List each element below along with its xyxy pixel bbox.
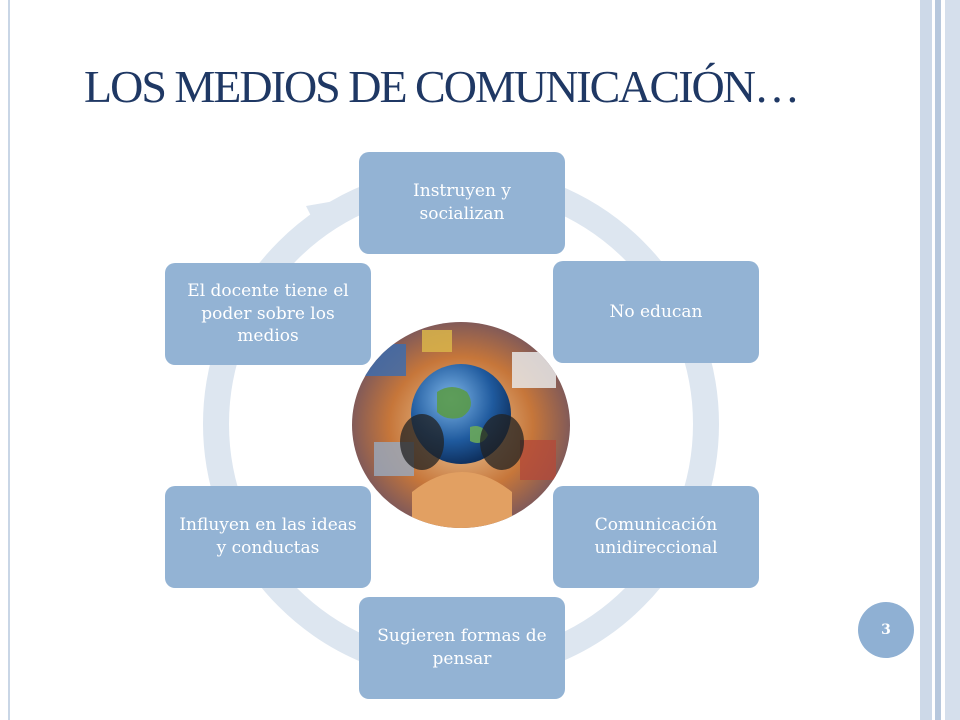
cycle-node-label: No educan <box>609 301 703 322</box>
page-number-badge: 3 <box>858 602 914 658</box>
left-border-line <box>8 0 10 720</box>
cycle-node-label: Sugieren formas de pensar <box>377 626 547 669</box>
cycle-node-influyen: Influyen en las ideas y conductas <box>165 486 371 588</box>
cycle-node-label: Instruyen y socializan <box>413 181 511 224</box>
cycle-node-docente: El docente tiene el poder sobre los medi… <box>165 263 371 365</box>
right-border-stripes <box>918 0 960 720</box>
page-number-text: 3 <box>881 622 891 638</box>
cycle-node-sugieren: Sugieren formas de pensar <box>359 597 565 699</box>
cycle-node-label: Comunicación unidireccional <box>594 515 718 558</box>
slide-title: LOS MEDIOS DE COMUNICACIÓN… <box>84 61 800 112</box>
cycle-node-label: Influyen en las ideas y conductas <box>179 515 357 558</box>
media-globe-image <box>352 322 570 528</box>
cycle-arrowhead-icon <box>306 198 352 238</box>
cycle-node-label: El docente tiene el poder sobre los medi… <box>187 280 349 347</box>
cycle-node-no-educan: No educan <box>553 261 759 363</box>
cycle-node-comunicacion: Comunicación unidireccional <box>553 486 759 588</box>
cycle-node-instruyen: Instruyen y socializan <box>359 152 565 254</box>
